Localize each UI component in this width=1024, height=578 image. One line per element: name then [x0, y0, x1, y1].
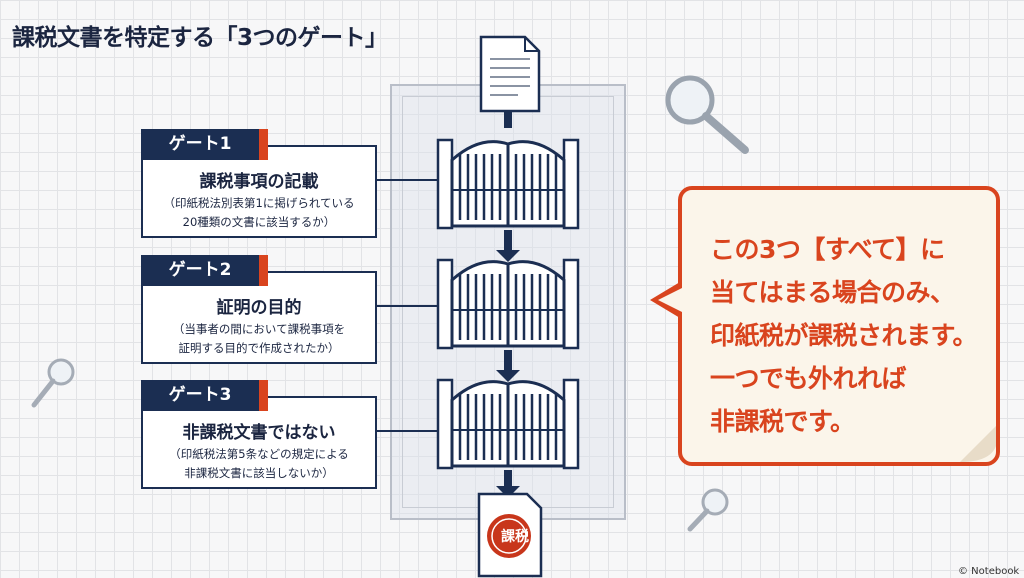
gate-label: ゲート1 [141, 129, 268, 160]
connector-line [377, 179, 437, 181]
taxed-document-icon [477, 492, 543, 578]
gate-icon [436, 378, 580, 470]
page-curl [960, 426, 996, 462]
gate-note: 20種類の文書に該当するか） [182, 215, 336, 229]
magnifier-icon [665, 75, 749, 154]
gate-heading: 証明の目的 [216, 298, 302, 318]
callout-line: 当てはまる場合のみ、 [710, 278, 955, 307]
page-title: 課税文書を特定する「3つのゲート」 [12, 25, 388, 51]
gate-note: （当事者の間において課税事項を [172, 322, 346, 336]
gate-flow [436, 110, 580, 498]
arrow-down-icon [496, 470, 520, 498]
gate-note: （印紙税法別表第1に掲げられている [163, 196, 355, 210]
gate-label: ゲート2 [141, 255, 268, 286]
document-icon [479, 35, 541, 113]
callout-line: 一つでも外れれば [710, 364, 907, 393]
gate-label: ゲート3 [141, 380, 268, 411]
credit: © Notebook [958, 566, 1020, 577]
arrow-down-icon [496, 230, 520, 262]
magnifier-icon [687, 488, 729, 532]
gate-note: 非課税文書に該当しないか） [184, 466, 334, 480]
conclusion-callout: この3つ【すべて】に 当てはまる場合のみ、 印紙税が課税されます。 一つでも外れ… [678, 186, 1000, 466]
callout-line: 印紙税が課税されます。 [710, 321, 978, 350]
gate-note: （印紙税法第5条などの規定による [169, 447, 349, 461]
callout-line: この3つ【すべて】に [710, 235, 945, 264]
gate-heading: 非課税文書ではない [182, 423, 336, 443]
taxed-seal: 課税 [501, 529, 529, 545]
connector-line [377, 305, 437, 307]
gate-heading: 課税事項の記載 [199, 172, 319, 192]
connector-line [377, 430, 437, 432]
callout-line: 非課税です。 [710, 407, 855, 436]
gate-icon [436, 138, 580, 230]
gate-note: 証明する目的で作成されたか） [178, 341, 340, 355]
arrow-down-icon [496, 350, 520, 382]
gate-icon [436, 258, 580, 350]
magnifier-icon [31, 358, 75, 408]
